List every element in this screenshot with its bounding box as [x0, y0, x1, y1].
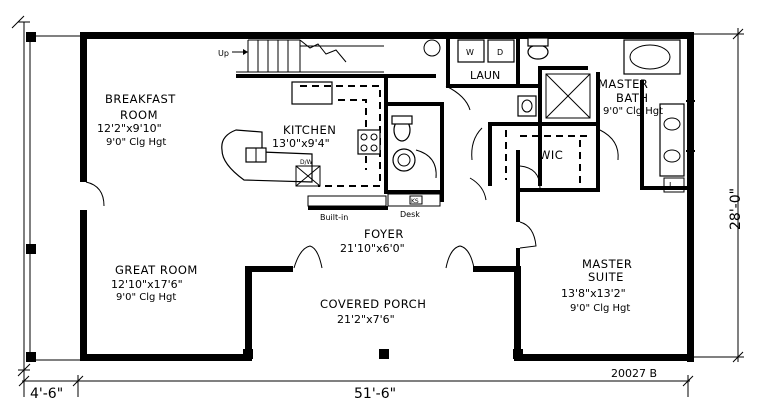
great-room-size: 12'10"x17'6" — [111, 278, 183, 291]
laundry-fixtures — [423, 39, 515, 111]
powder-room-fixtures — [391, 115, 437, 179]
laundry-name: LAUN — [470, 69, 500, 82]
depth-dimension: 28'-0" — [728, 188, 744, 230]
porch-depth-dimension: 4'-6" — [30, 386, 63, 402]
washer-label: W — [466, 48, 474, 57]
breakfast-size: 12'2"x9'10" — [97, 122, 162, 135]
dryer-label: D — [497, 48, 503, 57]
foyer-name: FOYER — [364, 227, 404, 241]
linen-label: L — [669, 181, 674, 190]
kitchen-name: KITCHEN — [283, 123, 336, 137]
wic-name: WIC — [539, 148, 563, 162]
exterior-walls — [80, 32, 695, 362]
ks-label: KS — [411, 198, 419, 205]
master-bath-name-line1: MASTER — [598, 77, 648, 91]
great-room-height: 9'0" Clg Hgt — [116, 292, 176, 303]
dimension-lines — [11, 15, 744, 397]
great-room-name: GREAT ROOM — [115, 263, 198, 277]
breakfast-name-line1: BREAKFAST — [105, 92, 176, 106]
side-porch — [26, 32, 80, 362]
kitchen-fixtures — [221, 81, 381, 187]
master-suite-size: 13'8"x13'2" — [561, 287, 626, 300]
stair-up-label: Up — [218, 49, 229, 58]
plan-number: 20027 B — [611, 367, 657, 380]
master-suite-name-line2: SUITE — [588, 270, 624, 284]
master-bath-fixtures — [505, 37, 685, 193]
built-in-desk — [307, 193, 441, 207]
dishwasher-label: D/W — [300, 159, 313, 166]
doors — [85, 127, 537, 269]
porch-name: COVERED PORCH — [320, 297, 426, 311]
desk-label: Desk — [400, 210, 420, 219]
breakfast-name-line2: ROOM — [120, 108, 158, 122]
kitchen-size: 13'0"x9'4" — [272, 137, 330, 150]
interior-walls — [236, 36, 690, 268]
master-bath-height-2: Clg Hgt — [626, 106, 663, 117]
master-suite-height: 9'0" Clg Hgt — [570, 303, 630, 314]
width-dimension: 51'-6" — [354, 386, 396, 402]
built-in-label: Built-in — [320, 213, 348, 222]
master-bath-height-1: 9'0" — [603, 106, 623, 117]
breakfast-height: 9'0" Clg Hgt — [106, 137, 166, 148]
master-suite-name-line1: MASTER — [582, 257, 632, 271]
foyer-size: 21'10"x6'0" — [340, 242, 405, 255]
master-bath-name-line2: BATH — [616, 91, 649, 105]
stairs — [232, 39, 384, 73]
porch-size: 21'2"x7'6" — [337, 313, 395, 326]
